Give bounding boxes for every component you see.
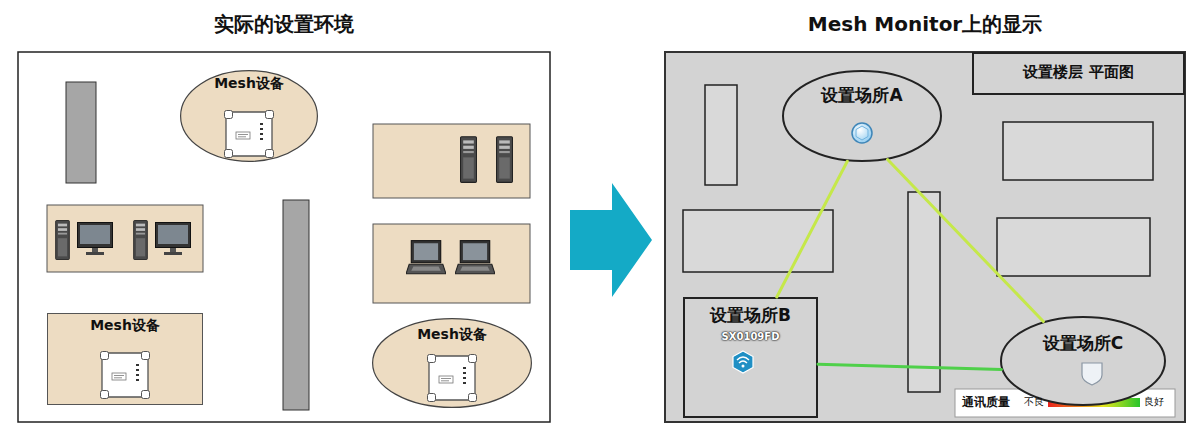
transition-arrow bbox=[570, 183, 652, 297]
node-a-icon bbox=[852, 123, 872, 143]
pillar bbox=[66, 82, 96, 183]
floor-plan-panel bbox=[665, 52, 1185, 422]
floor-obstacle bbox=[1003, 122, 1153, 180]
link-quality-line bbox=[777, 161, 848, 297]
box-outline bbox=[684, 298, 817, 417]
location-ellipse: 设置场所A bbox=[782, 70, 942, 162]
monitor-icon bbox=[156, 223, 191, 256]
location-name: 设置楼层 平面图 bbox=[1023, 63, 1133, 81]
mesh-device-icon bbox=[101, 352, 150, 399]
legend-scale-label: 不良 bbox=[1024, 396, 1044, 408]
node-a-icon-hex bbox=[856, 126, 868, 140]
server-icon bbox=[461, 137, 477, 183]
mesh-device-icon bbox=[225, 111, 274, 158]
link-quality-line bbox=[888, 160, 1044, 322]
pc-icon bbox=[134, 220, 148, 259]
desk-area bbox=[47, 205, 203, 272]
ellipse-outline bbox=[1001, 317, 1165, 405]
location-box: 设置楼层 平面图 bbox=[972, 52, 1185, 95]
node-outline bbox=[1000, 316, 1166, 406]
ellipse-outline bbox=[373, 319, 532, 408]
floor-obstacle bbox=[997, 218, 1150, 276]
box-outline bbox=[973, 53, 1184, 94]
node-b-icon bbox=[733, 351, 753, 373]
mesh-device-icon bbox=[428, 355, 477, 402]
node-c-icon bbox=[1082, 363, 1102, 385]
panel-region: 设置楼层 平面图设置场所A设置场所BSX0109FD设置场所CMesh Moni… bbox=[665, 52, 1185, 422]
location-ellipse: Mesh设备 bbox=[180, 70, 318, 162]
legend-scale-label: 良好 bbox=[1144, 396, 1164, 408]
node-outline bbox=[782, 70, 942, 162]
pc-icon bbox=[56, 220, 70, 259]
ellipse-outline bbox=[181, 71, 318, 162]
link-quality-line bbox=[818, 364, 1001, 369]
desk-area bbox=[373, 224, 530, 303]
panel-title: Mesh Monitor上的显示 bbox=[808, 12, 1042, 36]
location-name: 设置场所A bbox=[821, 85, 902, 105]
node-b-wifi bbox=[737, 357, 749, 363]
floor-obstacle bbox=[908, 192, 940, 392]
server-icon bbox=[497, 137, 513, 183]
location-ellipse: Mesh设备 bbox=[372, 318, 532, 408]
location-box: Mesh设备 bbox=[47, 313, 203, 405]
panel-region: Mesh设备Mesh设备Mesh设备实际的设置环境 bbox=[18, 52, 550, 422]
ellipse-outline bbox=[783, 71, 941, 161]
environment-panel bbox=[18, 52, 550, 422]
laptop-icon bbox=[406, 241, 446, 274]
floor-obstacle bbox=[683, 210, 833, 272]
device-id: SX0109FD bbox=[722, 331, 780, 343]
pillar bbox=[283, 200, 309, 410]
laptop-icon bbox=[455, 241, 495, 274]
location-name: 设置场所B bbox=[710, 305, 791, 325]
monitor-icon bbox=[78, 223, 113, 256]
location-box: 设置场所B SX0109FD bbox=[683, 297, 818, 418]
floor-obstacle bbox=[705, 85, 737, 185]
desk-area bbox=[373, 124, 530, 198]
box-outline bbox=[48, 314, 203, 405]
legend-title: 通讯质量 bbox=[962, 395, 1010, 409]
location-name: Mesh设备 bbox=[90, 317, 160, 334]
node-b-wifi-dot bbox=[742, 365, 745, 368]
location-name: Mesh设备 bbox=[214, 75, 284, 92]
panel-title: 实际的设置环境 bbox=[214, 12, 354, 36]
location-name: 设置场所C bbox=[1043, 333, 1123, 353]
connector-group bbox=[777, 160, 1044, 370]
location-ellipse: 设置场所C bbox=[1000, 316, 1166, 406]
device-icons bbox=[101, 111, 1103, 402]
location-name: Mesh设备 bbox=[417, 326, 487, 343]
